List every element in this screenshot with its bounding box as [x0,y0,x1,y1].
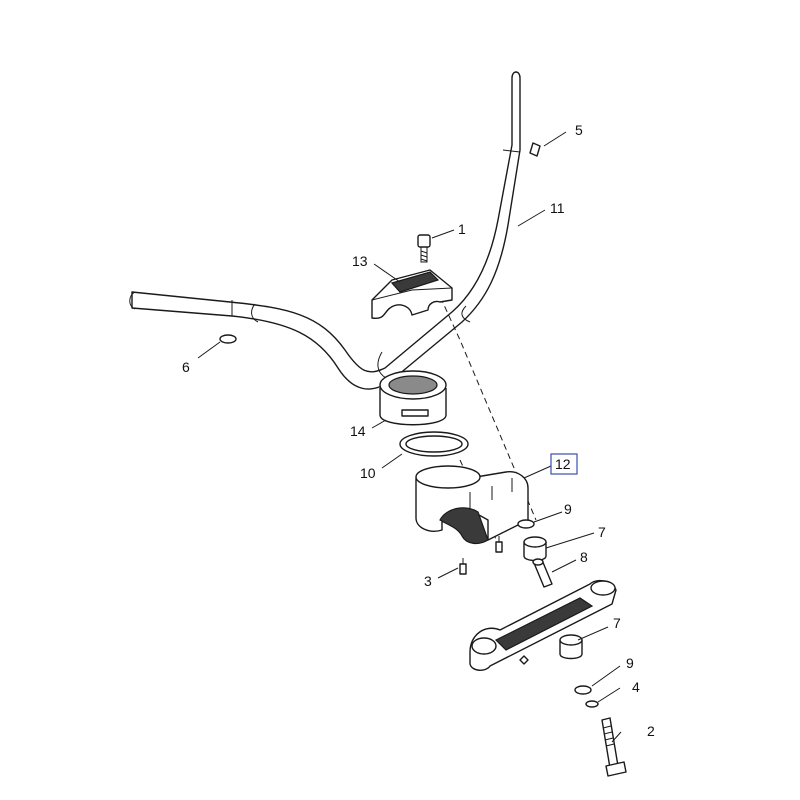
callout-2: 2 [647,723,655,739]
callout-9-upper: 9 [564,501,572,517]
lower-clamp-bracket [469,579,617,671]
callout-9-lower: 9 [626,655,634,671]
callout-7-upper: 7 [598,524,606,540]
part-6-clip [219,334,237,344]
callout-13: 13 [352,253,368,269]
part-5-clip [529,142,541,157]
callout-7-lower: 7 [613,615,621,631]
callouts: 1 2 3 4 5 6 7 7 8 9 9 10 11 12 13 14 [182,122,655,739]
part-4-washer [585,700,599,708]
part-7-bushing-upper [523,536,547,562]
callout-12-highlight-box [550,453,578,475]
part-8-sleeve [532,558,553,588]
callout-12: 12 [555,456,571,472]
callout-5: 5 [575,122,583,138]
part-9-washer-lower [574,685,592,695]
handlebar [129,71,521,390]
callout-6: 6 [182,359,190,375]
part-1-screw [417,234,431,263]
callout-4: 4 [632,679,640,695]
part-14-gauge [379,370,447,426]
callout-11: 11 [550,200,565,216]
part-3-screws [459,536,503,575]
callout-8: 8 [580,549,588,565]
part-7-bushing-lower [559,634,583,660]
part-10-ring [399,431,469,457]
callout-1: 1 [458,221,466,237]
callout-3: 3 [424,573,432,589]
part-2-bolt [601,717,627,777]
callout-14: 14 [350,423,366,439]
part-9-washer-upper [517,519,535,529]
part-12-riser-housing [415,465,529,545]
part-13-upper-clamp [371,269,453,320]
callout-10: 10 [360,465,376,481]
leader-lines [197,131,622,743]
